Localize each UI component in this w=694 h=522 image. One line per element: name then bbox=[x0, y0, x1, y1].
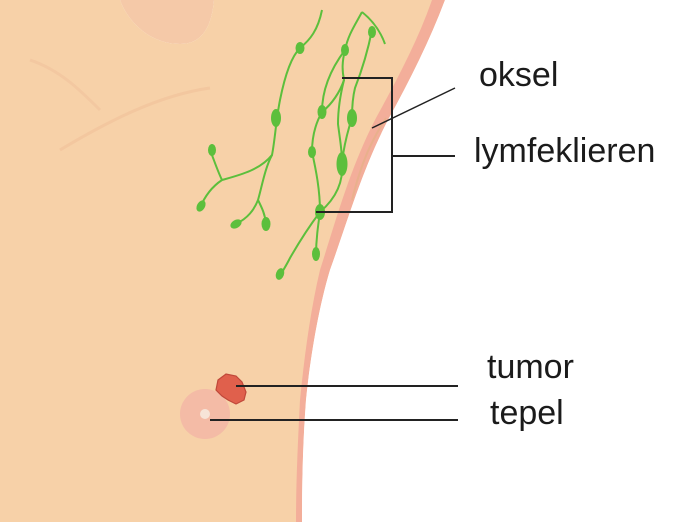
lymph-node bbox=[337, 152, 348, 176]
lymph-node bbox=[296, 42, 305, 54]
lymph-node bbox=[271, 109, 281, 127]
lymph-node bbox=[341, 44, 349, 56]
armpit-label: oksel bbox=[479, 58, 558, 92]
lymph-nodes-label: lymfeklieren bbox=[474, 134, 655, 168]
lymph-node bbox=[208, 144, 216, 156]
lymph-node bbox=[312, 247, 320, 261]
lymph-node bbox=[308, 146, 316, 158]
nipple-label: tepel bbox=[490, 396, 564, 430]
lymph-node bbox=[318, 105, 327, 119]
tumor-label: tumor bbox=[487, 350, 574, 384]
lymph-node bbox=[262, 217, 271, 231]
nipple bbox=[200, 409, 210, 419]
lymph-node bbox=[347, 109, 357, 127]
lymph-node bbox=[368, 26, 376, 38]
